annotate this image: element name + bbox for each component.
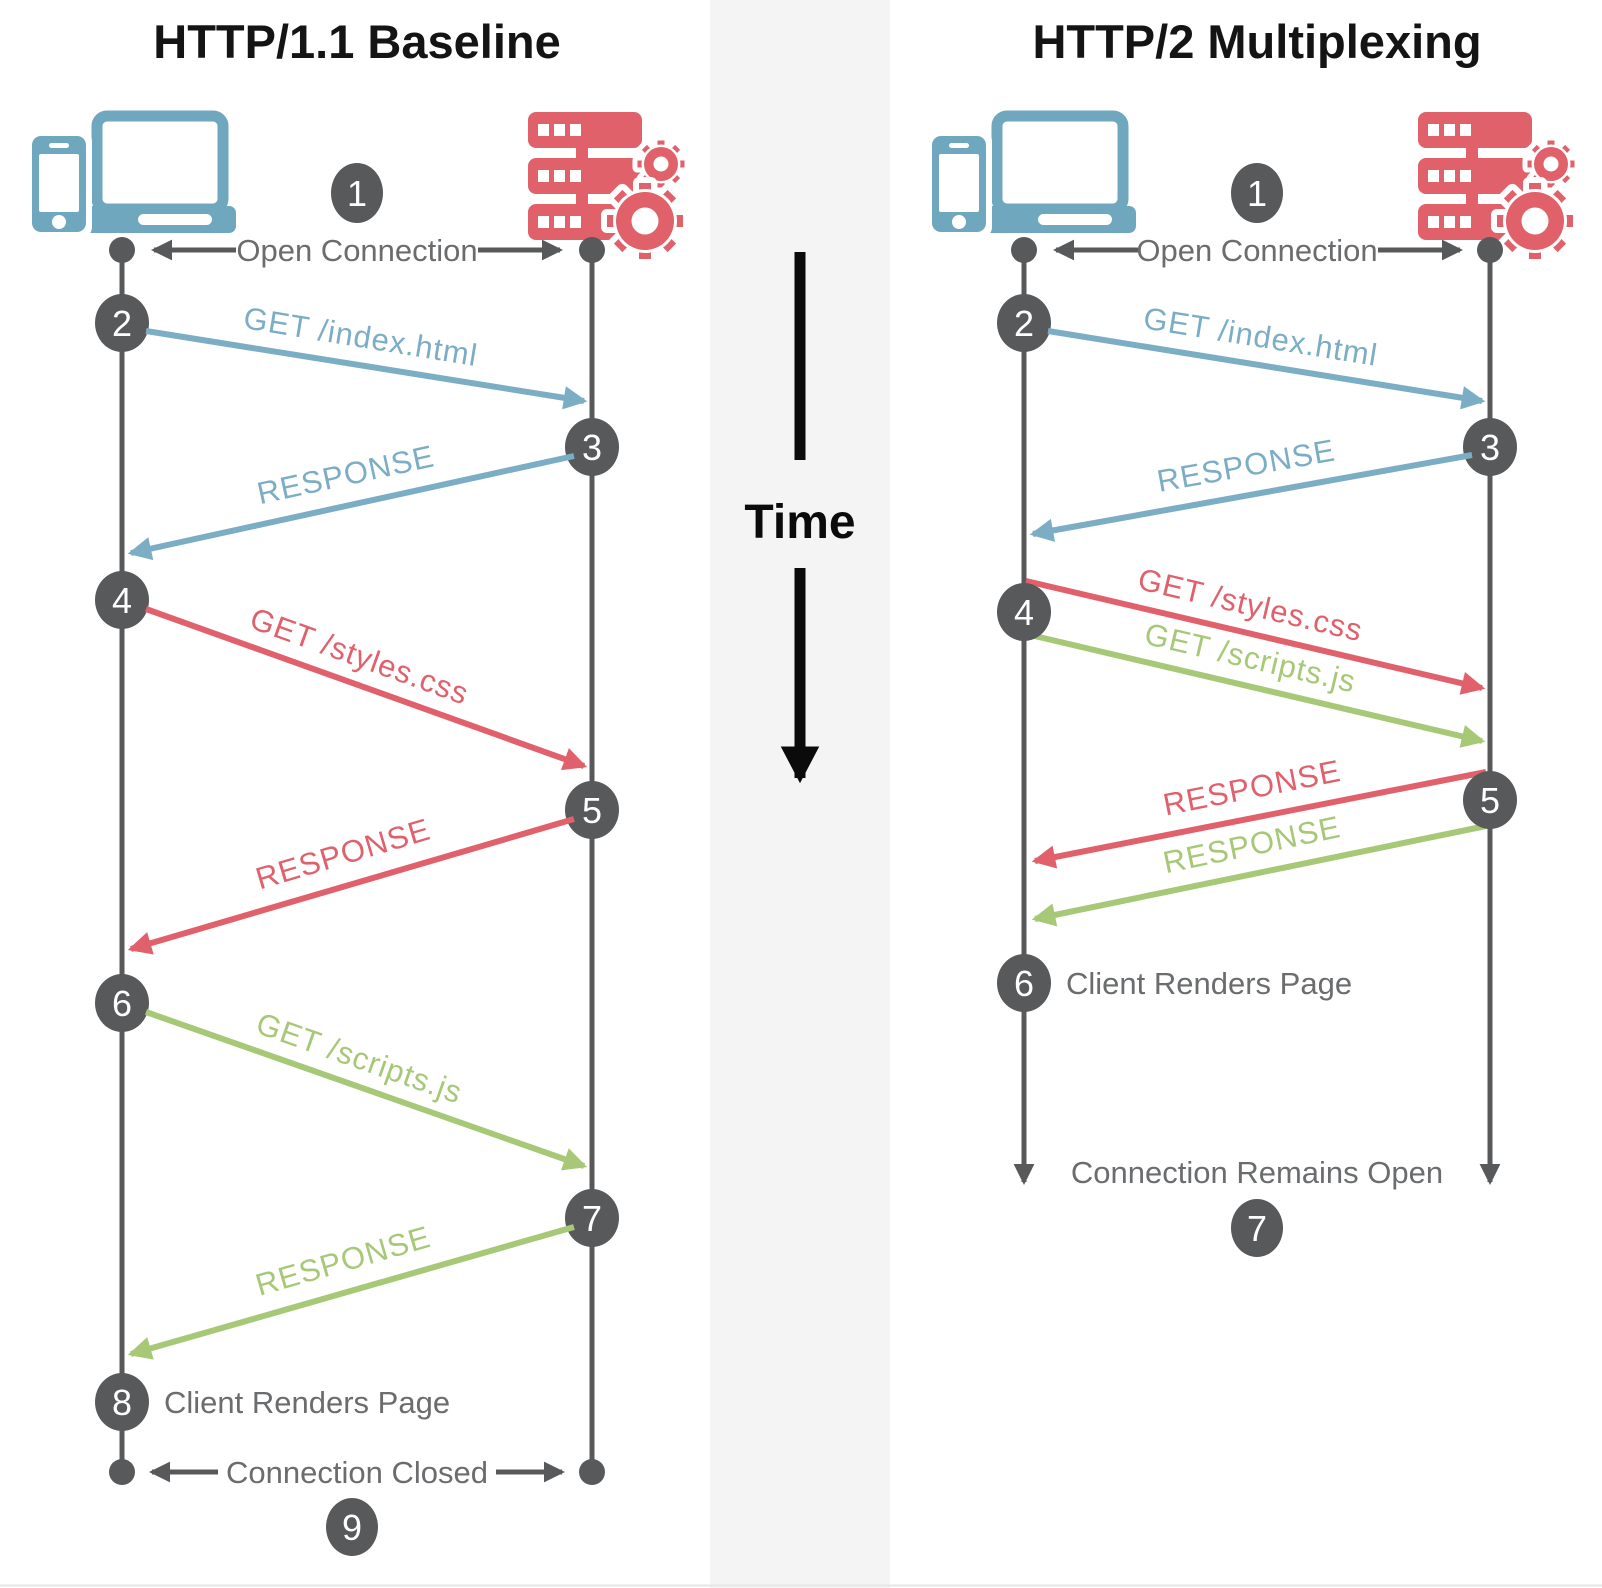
server-unit bbox=[528, 158, 642, 194]
step-number: 6 bbox=[1014, 963, 1034, 1004]
step-circle bbox=[997, 954, 1051, 1012]
step-number: 9 bbox=[342, 1507, 362, 1548]
step-circle bbox=[326, 1498, 378, 1556]
lifeline-endpoint-dot bbox=[109, 237, 135, 263]
connection-remains-open-row: Connection Remains Open 7 bbox=[1071, 1155, 1443, 1257]
panel-title: HTTP/2 Multiplexing bbox=[1032, 15, 1481, 68]
time-axis-label: Time bbox=[744, 496, 855, 549]
client-renders-label: Client Renders Page bbox=[1066, 966, 1352, 1001]
response-index-arrow bbox=[127, 453, 575, 561]
step-circle bbox=[997, 583, 1051, 641]
response-styles-arrow bbox=[127, 816, 575, 955]
client-devices-icon bbox=[26, 110, 236, 238]
laptop-trackpad-slit bbox=[138, 214, 212, 225]
phone-home-button bbox=[52, 215, 66, 229]
step-number: 2 bbox=[1014, 303, 1034, 344]
step-number: 3 bbox=[1480, 427, 1500, 468]
phone-screen bbox=[39, 154, 79, 212]
step-circle bbox=[1463, 771, 1517, 829]
get-index-arrow bbox=[1047, 328, 1486, 410]
step-number: 3 bbox=[582, 427, 602, 468]
step-number: 1 bbox=[1247, 173, 1267, 214]
step-number: 5 bbox=[1480, 780, 1500, 821]
lifeline-endpoint-dot bbox=[1011, 237, 1037, 263]
step-number: 5 bbox=[582, 790, 602, 831]
http2-panel: HTTP/2 Multiplexing 1 Open Connection 2 … bbox=[926, 15, 1577, 1257]
server-icon bbox=[528, 112, 690, 265]
connection-remains-open-label: Connection Remains Open bbox=[1071, 1155, 1443, 1190]
step-number: 6 bbox=[112, 983, 132, 1024]
open-connection-label: Open Connection bbox=[1136, 233, 1377, 268]
get-scripts-arrow bbox=[145, 1009, 588, 1171]
gear-hole bbox=[631, 207, 659, 235]
get-styles-arrow bbox=[1025, 578, 1486, 695]
step-circle bbox=[565, 418, 619, 476]
lifeline-endpoint-dot bbox=[1477, 237, 1503, 263]
get-scripts-arrow bbox=[1025, 631, 1486, 748]
open-connection-row: 1 Open Connection bbox=[151, 163, 563, 268]
panel-title: HTTP/1.1 Baseline bbox=[153, 15, 561, 68]
gear-icon bbox=[601, 177, 689, 265]
open-connection-label: Open Connection bbox=[236, 233, 477, 268]
step-circle bbox=[565, 781, 619, 839]
step-circle bbox=[565, 1189, 619, 1247]
lifeline-endpoint-dot bbox=[579, 1459, 605, 1485]
step-number: 2 bbox=[112, 303, 132, 344]
lifeline-endpoint-dot bbox=[109, 1459, 135, 1485]
step-circle bbox=[331, 163, 383, 223]
response-index-arrow bbox=[1029, 452, 1473, 542]
response-scripts-arrow bbox=[127, 1224, 575, 1360]
step-circle bbox=[95, 974, 149, 1032]
client-renders-label: Client Renders Page bbox=[164, 1385, 450, 1420]
get-index-arrow bbox=[145, 328, 588, 410]
time-column-background bbox=[710, 0, 890, 1588]
get-styles-arrow bbox=[144, 606, 588, 771]
open-connection-row: 1 Open Connection bbox=[1053, 163, 1463, 268]
step-circle bbox=[95, 1373, 149, 1431]
response-scripts-arrow bbox=[1031, 823, 1487, 927]
step-number: 1 bbox=[347, 173, 367, 214]
step-number: 4 bbox=[1014, 592, 1034, 633]
step-circle bbox=[1231, 163, 1283, 223]
lifeline-endpoint-dot bbox=[579, 237, 605, 263]
step-circle bbox=[1231, 1199, 1283, 1257]
step-circle bbox=[95, 571, 149, 629]
time-axis: Time bbox=[744, 252, 856, 784]
step-circle bbox=[997, 294, 1051, 352]
response-styles-arrow bbox=[1031, 769, 1487, 869]
step-circle bbox=[95, 294, 149, 352]
connection-closed-row: Connection Closed 9 bbox=[149, 1455, 565, 1556]
server-unit bbox=[528, 112, 642, 148]
step-number: 8 bbox=[112, 1382, 132, 1423]
step-number: 7 bbox=[1247, 1208, 1267, 1249]
step-number: 4 bbox=[112, 580, 132, 621]
gear-hole bbox=[653, 156, 669, 172]
phone-speaker bbox=[49, 143, 69, 148]
connection-closed-label: Connection Closed bbox=[226, 1455, 488, 1490]
step-circle bbox=[1463, 418, 1517, 476]
step-number: 7 bbox=[582, 1198, 602, 1239]
